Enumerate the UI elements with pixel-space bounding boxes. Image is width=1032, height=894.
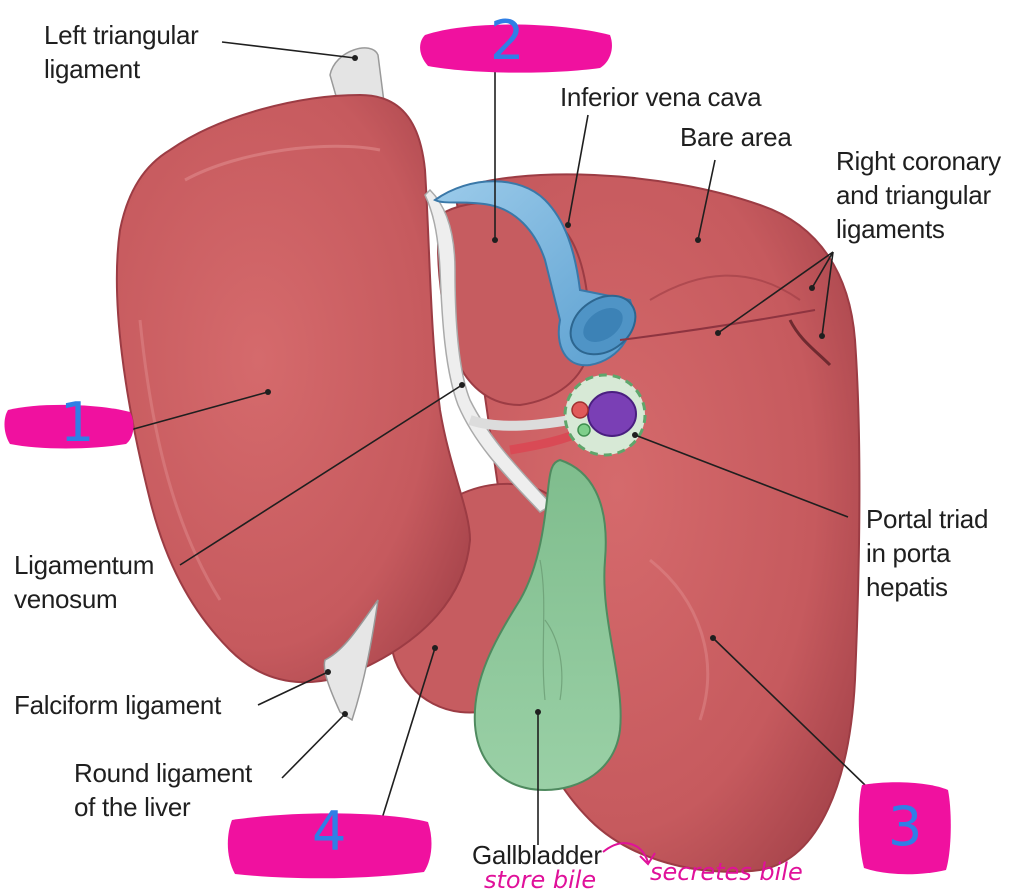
label-right-coronary-triangular: Right coronary and triangular ligaments bbox=[836, 146, 1001, 244]
label-left-triangular-ligament: Left triangular ligament bbox=[44, 20, 199, 84]
leader-falciform bbox=[257, 671, 329, 706]
leader-marker-1 bbox=[129, 391, 269, 431]
leader-bare-area bbox=[697, 159, 716, 241]
marker-1: 1 bbox=[60, 391, 95, 454]
note-secretes-bile: secretes bile bbox=[650, 858, 803, 886]
marker-4: 4 bbox=[312, 800, 347, 863]
falciform-ligament-shape bbox=[323, 599, 379, 722]
label-gallbladder: Gallbladder bbox=[472, 840, 602, 870]
leader-right-coronary-2 bbox=[811, 251, 834, 289]
leader-right-coronary-1 bbox=[717, 251, 834, 334]
label-round-ligament: Round ligament of the liver bbox=[74, 758, 252, 822]
handwritten-arrow bbox=[602, 842, 656, 866]
label-bare-area: Bare area bbox=[680, 122, 792, 152]
highlight-3 bbox=[858, 782, 951, 875]
leader-right-coronary-3 bbox=[821, 251, 834, 337]
leader-round-ligament bbox=[281, 713, 346, 779]
left-lobe-shape bbox=[115, 93, 472, 684]
note-store-bile: store bile bbox=[484, 866, 597, 894]
leader-marker-3 bbox=[712, 637, 866, 786]
label-falciform-ligament: Falciform ligament bbox=[14, 690, 221, 720]
marker-2: 2 bbox=[490, 9, 525, 72]
leader-left-triangular bbox=[221, 41, 356, 59]
highlight-2 bbox=[420, 24, 612, 73]
gallbladder-shape bbox=[473, 458, 622, 792]
label-portal-triad: Portal triad in porta hepatis bbox=[866, 504, 989, 602]
leader-ivc bbox=[567, 114, 589, 226]
leader-marker-4 bbox=[379, 647, 436, 826]
leader-portal-triad bbox=[634, 434, 849, 518]
highlight-4 bbox=[227, 813, 432, 879]
label-ligamentum-venosum: Ligamentum venosum bbox=[14, 550, 155, 614]
marker-3: 3 bbox=[888, 795, 923, 858]
leader-ligamentum-venosum bbox=[179, 384, 463, 566]
highlight-1 bbox=[4, 404, 134, 449]
label-inferior-vena-cava: Inferior vena cava bbox=[560, 82, 762, 112]
